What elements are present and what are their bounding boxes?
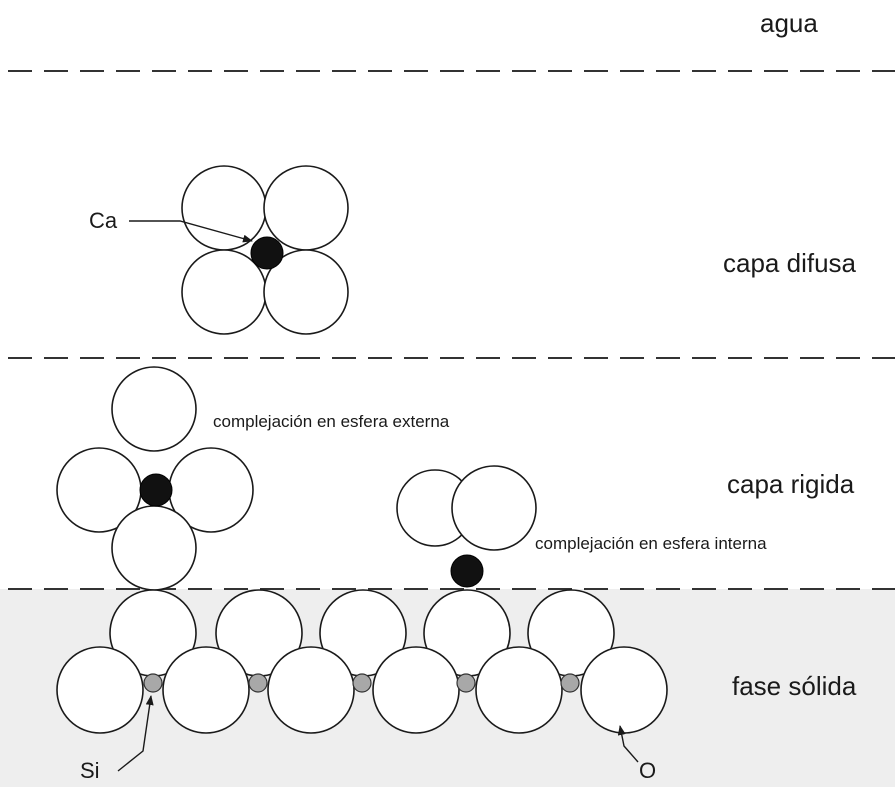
surface-oxygen: [580, 646, 668, 734]
zone-label-rigid-layer: capa rigida: [727, 469, 855, 499]
calcium-ion: [450, 554, 484, 588]
water-oxygen: [181, 165, 267, 251]
surface-oxygen-upper-row: [109, 589, 615, 677]
calcium-ion: [250, 236, 284, 270]
outer-sphere-label: complejación en esfera externa: [213, 412, 450, 431]
oxygen-label: O: [639, 758, 656, 783]
silicon-atom: [560, 673, 580, 693]
zone-label-water: agua: [760, 8, 818, 38]
surface-oxygen: [475, 646, 563, 734]
outer-sphere-complex: [56, 366, 254, 591]
surface-oxygen: [56, 646, 144, 734]
silicon-atom: [248, 673, 268, 693]
hydrated-calcium-diffuse: [181, 165, 349, 335]
zone-label-solid-phase: fase sólida: [732, 671, 857, 701]
silicon-atoms: [143, 673, 580, 693]
silicon-atom: [143, 673, 163, 693]
surface-oxygen: [372, 646, 460, 734]
zone-label-diffuse-layer: capa difusa: [723, 248, 857, 278]
water-oxygen: [263, 165, 349, 251]
calcium-ion: [139, 473, 173, 507]
surface-oxygen-lower-row: [56, 646, 668, 734]
inner-sphere-complex: [396, 465, 537, 588]
water-oxygen: [111, 505, 197, 591]
silicon-atom: [352, 673, 372, 693]
water-oxygen: [181, 249, 267, 335]
oxygen-pointer: [617, 725, 639, 763]
surface-oxygen: [162, 646, 250, 734]
calcium-pointer: [129, 220, 253, 243]
water-oxygen: [111, 366, 197, 452]
surface-oxygen: [267, 646, 355, 734]
silicon-pointer: [117, 695, 154, 772]
silicon-atom: [456, 673, 476, 693]
calcium-label: Ca: [89, 208, 118, 233]
inner-sphere-label: complejación en esfera interna: [535, 534, 767, 553]
water-oxygen: [263, 249, 349, 335]
water-oxygen: [451, 465, 537, 551]
silicon-label: Si: [80, 758, 100, 783]
